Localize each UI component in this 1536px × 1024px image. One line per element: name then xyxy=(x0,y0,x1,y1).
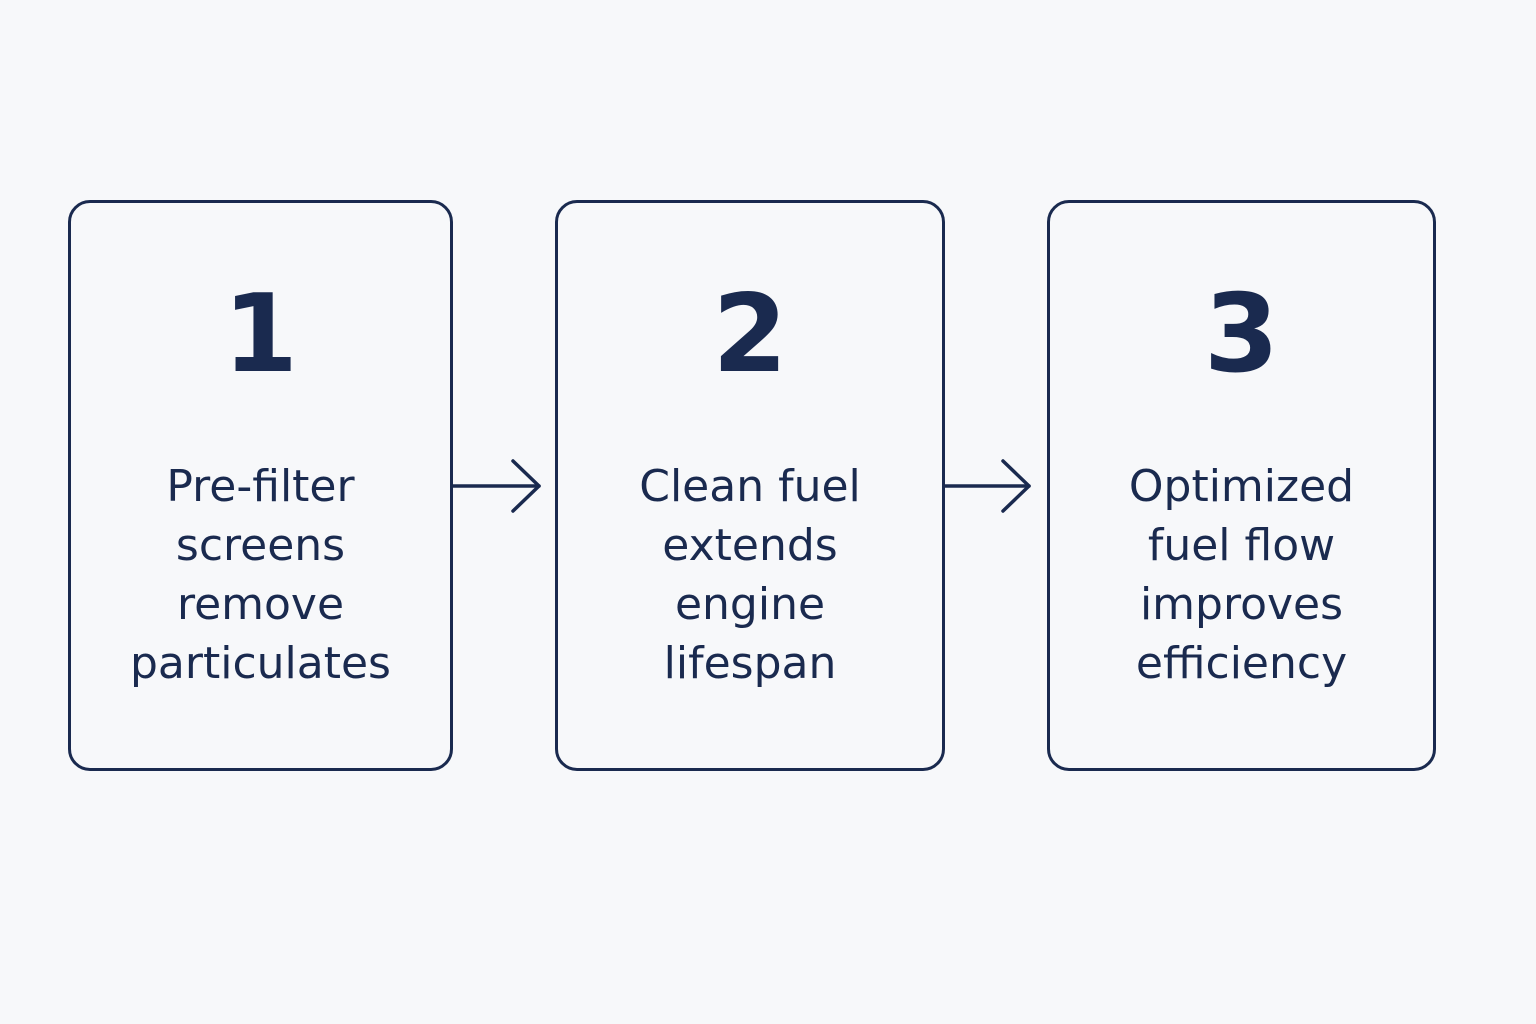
step-number: 1 xyxy=(222,272,299,397)
arrow-right-icon-graphic xyxy=(943,459,1031,513)
step-text-line: extends xyxy=(662,520,838,571)
step-text-line: Pre-filter xyxy=(166,461,355,512)
step-card-3: 3 Optimized fuel flow improves efficienc… xyxy=(1047,200,1436,771)
step-card-2: 2 Clean fuel extends engine lifespan xyxy=(555,200,945,771)
step-number: 2 xyxy=(712,272,788,397)
step-description: Pre-filter screens remove particulates xyxy=(81,457,440,693)
step-text-line: efficiency xyxy=(1135,638,1348,689)
arrow-right-icon xyxy=(943,458,1033,514)
step-text-line: screens xyxy=(175,520,346,571)
step-text-line: fuel flow xyxy=(1147,520,1336,571)
step-text-line: particulates xyxy=(130,638,391,689)
step-text-line: remove xyxy=(176,579,345,630)
step-text-line: improves xyxy=(1139,579,1344,630)
step-text-line: Optimized xyxy=(1128,461,1355,512)
step-text-line: lifespan xyxy=(663,638,837,689)
step-description: Clean fuel extends engine lifespan xyxy=(568,457,932,693)
step-text-line: Clean fuel xyxy=(639,461,861,512)
step-text-line: engine xyxy=(674,579,826,630)
step-number: 3 xyxy=(1203,272,1280,397)
arrow-right-icon xyxy=(451,458,543,514)
step-description: Optimized fuel flow improves efficiency xyxy=(1060,457,1423,693)
step-card-1: 1 Pre-filter screens remove particulates xyxy=(68,200,453,771)
arrow-right-icon-graphic xyxy=(451,459,541,513)
